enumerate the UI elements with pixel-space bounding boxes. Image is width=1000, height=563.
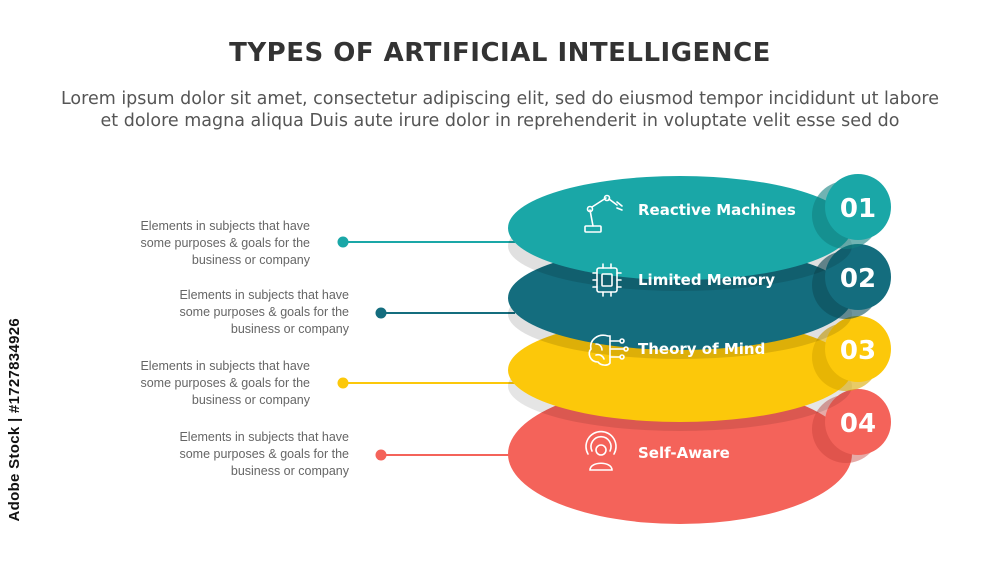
page-title: TYPES OF ARTIFICIAL INTELLIGENCE bbox=[229, 38, 771, 68]
layer-3-group: 03 bbox=[508, 316, 891, 431]
description-line: some purposes & goals for the bbox=[179, 447, 349, 461]
description-line: business or company bbox=[230, 464, 349, 478]
description-3: Elements in subjects that have some purp… bbox=[80, 358, 310, 409]
stage-label-2: Limited Memory bbox=[638, 271, 775, 289]
description-1: Elements in subjects that have some purp… bbox=[80, 218, 310, 269]
number-label-2: 02 bbox=[840, 264, 876, 294]
layer-1-ellipse bbox=[508, 176, 852, 280]
brain-circuit-icon bbox=[588, 334, 629, 366]
number-circle-4 bbox=[825, 389, 891, 455]
description-line: Elements in subjects that have bbox=[140, 219, 310, 233]
description-line: business or company bbox=[230, 322, 349, 336]
description-line: some purposes & goals for the bbox=[140, 236, 310, 250]
number-label-1: 01 bbox=[840, 194, 876, 224]
self-aware-person-icon bbox=[585, 430, 617, 471]
description-line: business or company bbox=[191, 253, 310, 267]
stage-label-1: Reactive Machines bbox=[638, 201, 796, 219]
layer-3-ellipse bbox=[508, 318, 852, 422]
layer-4-ellipse bbox=[508, 384, 852, 524]
description-4: Elements in subjects that have some purp… bbox=[119, 429, 349, 480]
number-circle-3 bbox=[825, 316, 891, 382]
description-line: Elements in subjects that have bbox=[140, 359, 310, 373]
connector-4 bbox=[375, 449, 515, 461]
number-circle-2 bbox=[825, 244, 891, 310]
description-line: business or company bbox=[191, 393, 310, 407]
stage-label-4: Self-Aware bbox=[638, 444, 730, 462]
subtitle-line-1: Lorem ipsum dolor sit amet, consectetur … bbox=[60, 89, 940, 109]
connector-1 bbox=[337, 236, 515, 248]
description-line: some purposes & goals for the bbox=[140, 376, 310, 390]
description-line: Elements in subjects that have bbox=[179, 288, 349, 302]
number-label-3: 03 bbox=[840, 336, 876, 366]
subtitle-line-2: et dolore magna aliqua Duis aute irure d… bbox=[100, 111, 900, 131]
chip-icon bbox=[592, 263, 622, 297]
connector-3 bbox=[337, 377, 515, 389]
description-line: Elements in subjects that have bbox=[179, 430, 349, 444]
description-line: some purposes & goals for the bbox=[179, 305, 349, 319]
connector-2 bbox=[375, 307, 515, 319]
stage-label-3: Theory of Mind bbox=[638, 340, 765, 358]
page-subtitle: Lorem ipsum dolor sit amet, consectetur … bbox=[40, 88, 960, 132]
layer-4-group: 04 bbox=[508, 384, 891, 524]
robot-arm-icon bbox=[584, 194, 623, 233]
number-label-4: 04 bbox=[840, 409, 876, 439]
number-circle-1 bbox=[825, 174, 891, 240]
description-2: Elements in subjects that have some purp… bbox=[119, 287, 349, 338]
layer-1-group: 01 bbox=[508, 174, 891, 291]
